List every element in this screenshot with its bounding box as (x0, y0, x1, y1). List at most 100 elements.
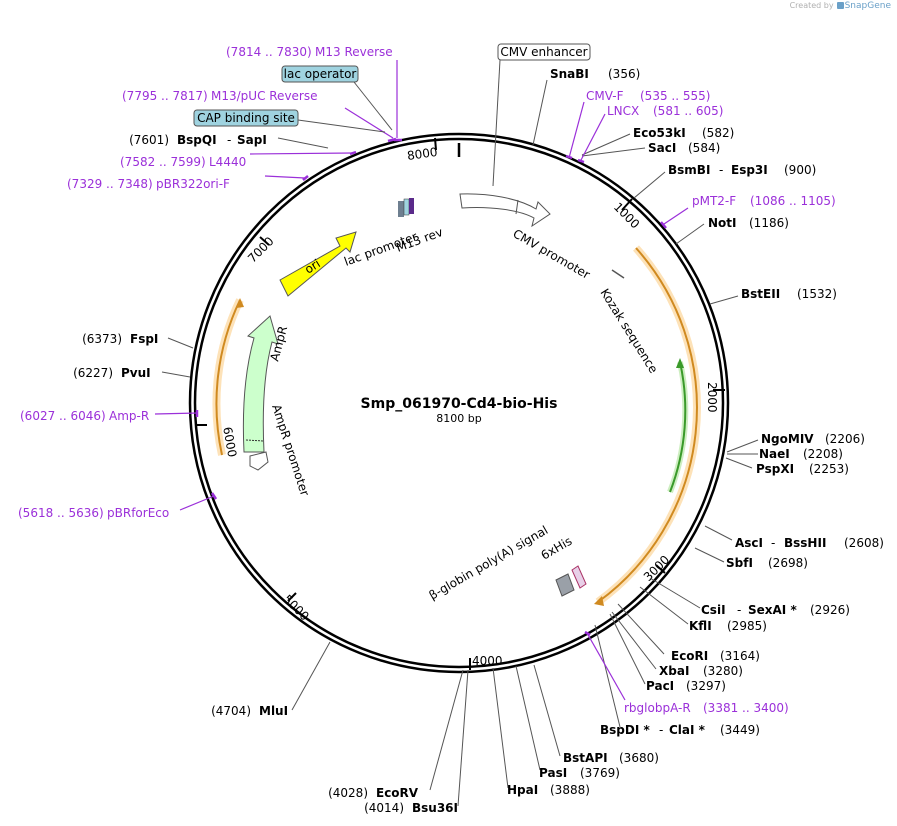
svg-text:SbfI: SbfI (726, 556, 753, 570)
svg-text:(3449): (3449) (720, 723, 760, 737)
svg-text:BstAPI: BstAPI (563, 751, 608, 765)
svg-text:PvuI: PvuI (121, 366, 151, 380)
backbone-inner-ring (193, 137, 725, 669)
lac-operator-block (403, 198, 410, 216)
ampr-promoter-arrow (249, 451, 269, 471)
svg-text:(2698): (2698) (768, 556, 808, 570)
primer-label-m13-reverse: (7814 .. 7830) M13 Reverse (226, 45, 393, 59)
svg-text:(2926): (2926) (810, 603, 850, 617)
svg-text:SapI: SapI (237, 133, 267, 147)
svg-text:(7329 .. 7348): (7329 .. 7348) (67, 177, 153, 191)
svg-text:PacI: PacI (646, 679, 674, 693)
enzyme-label-xbai: XbaI (3280) (659, 664, 743, 678)
insert-arc-arrowhead (676, 358, 684, 368)
svg-text:-: - (719, 163, 723, 177)
m13-rev-block (409, 198, 414, 214)
svg-text:pBR322ori-F: pBR322ori-F (156, 177, 230, 191)
enzyme-label-bspqi-sapi: (7601) BspQI - SapI (129, 133, 267, 147)
svg-text:BssHII: BssHII (784, 536, 826, 550)
svg-text:(6227): (6227) (73, 366, 113, 380)
svg-text:BstEII: BstEII (741, 287, 780, 301)
svg-text:Esp3I: Esp3I (731, 163, 768, 177)
primer-label-lncx: LNCX (581 .. 605) (607, 104, 723, 118)
primer-label-rbglobpa-r: rbglobpA-R (3381 .. 3400) (624, 701, 789, 715)
orf-arc-right-arrowhead (594, 596, 604, 606)
svg-text:(6027 .. 6046): (6027 .. 6046) (20, 409, 106, 423)
svg-text:ClaI *: ClaI * (669, 723, 706, 737)
kozak-label: Kozak sequence (597, 286, 660, 376)
svg-text:(7814 .. 7830): (7814 .. 7830) (226, 45, 312, 59)
svg-text:(3297): (3297) (686, 679, 726, 693)
enzyme-label-mlui: (4704) MluI (211, 704, 288, 718)
svg-text:(6373): (6373) (82, 332, 122, 346)
globin-label: β-globin poly(A) signal (427, 523, 551, 603)
svg-text:-: - (771, 536, 775, 550)
svg-text:pBRforEco: pBRforEco (107, 506, 169, 520)
svg-text:KflI: KflI (689, 619, 712, 633)
orf-arc-left (215, 299, 241, 456)
svg-text:(2608): (2608) (844, 536, 884, 550)
svg-text:(4014): (4014) (364, 801, 404, 815)
svg-text:(3680): (3680) (619, 751, 659, 765)
svg-text:HpaI: HpaI (507, 783, 538, 797)
svg-text:SexAI *: SexAI * (748, 603, 797, 617)
credit-text: Created by (789, 1, 834, 10)
enzyme-label-ecori: EcoRI (3164) (671, 649, 760, 663)
svg-text:lac operator: lac operator (284, 67, 357, 81)
enzyme-leader-lines (161, 79, 759, 807)
svg-text:(7582 .. 7599): (7582 .. 7599) (120, 155, 206, 169)
enzyme-label-pvui: (6227) PvuI (73, 366, 151, 380)
svg-text:(3769): (3769) (580, 766, 620, 780)
svg-text:(582): (582) (702, 126, 734, 140)
svg-text:CMV enhancer: CMV enhancer (500, 45, 587, 59)
svg-text:(3164): (3164) (720, 649, 760, 663)
svg-text:CMV-F: CMV-F (586, 89, 624, 103)
enzyme-label-noti: NotI (1186) (708, 216, 789, 230)
enzyme-label-bspdi-clai: BspDI * - ClaI * (3449) (600, 723, 760, 737)
svg-text:(3888): (3888) (550, 783, 590, 797)
svg-text:(356): (356) (608, 67, 640, 81)
enzyme-label-kfli: KflI (2985) (689, 619, 767, 633)
enzyme-label-fspi: (6373) FspI (82, 332, 158, 346)
svg-text:NotI: NotI (708, 216, 737, 230)
svg-text:FspI: FspI (130, 332, 158, 346)
ori-arrow (279, 231, 357, 297)
svg-text:(4704): (4704) (211, 704, 251, 718)
enzyme-label-ecorv: (4028) EcoRV (328, 786, 419, 800)
svg-text:-: - (737, 603, 741, 617)
enzyme-label-bsu36i: (4014) Bsu36I (364, 801, 458, 815)
primer-label-l4440: (7582 .. 7599) L4440 (120, 155, 246, 169)
primer-label-m13-puc-reverse: (7795 .. 7817) M13/pUC Reverse (122, 89, 318, 103)
svg-text:MluI: MluI (259, 704, 288, 718)
tick-label-8000: 8000 (406, 145, 438, 163)
enzyme-label-asci-bsshii: AscI - BssHII (2608) (735, 536, 884, 550)
svg-text:NgoMIV: NgoMIV (761, 432, 814, 446)
svg-text:PasI: PasI (539, 766, 567, 780)
snapgene-logo-icon (836, 2, 844, 9)
enzyme-label-bstapi: BstAPI (3680) (563, 751, 659, 765)
enzyme-label-snabi: SnaBI (356) (550, 67, 640, 81)
plasmid-title: Smp_061970-Cd4-bio-His (361, 396, 558, 412)
svg-text:BspDI *: BspDI * (600, 723, 650, 737)
enzyme-label-naei: NaeI (2208) (759, 447, 843, 461)
svg-text:CsiI: CsiI (701, 603, 726, 617)
lac-promoter-block (398, 201, 404, 217)
svg-text:EcoRI: EcoRI (671, 649, 708, 663)
cmv-promoter-arrow (459, 193, 551, 228)
tick-label-1000: 1000 (611, 200, 642, 231)
primer-label-amp-r: (6027 .. 6046) Amp-R (20, 409, 149, 423)
svg-text:pMT2-F: pMT2-F (692, 194, 736, 208)
enzyme-label-csii-sexai: CsiI - SexAI * (2926) (701, 603, 850, 617)
svg-text:M13 Reverse: M13 Reverse (315, 45, 393, 59)
enzyme-label-ngomiv: NgoMIV (2206) (761, 432, 865, 446)
orf-arc-left-arrowhead (236, 298, 244, 308)
ampr-arrow (242, 315, 279, 453)
enzyme-label-bsteii: BstEII (1532) (741, 287, 837, 301)
svg-text:-: - (659, 723, 663, 737)
svg-text:(5618 .. 5636): (5618 .. 5636) (18, 506, 104, 520)
backbone-outer-ring (188, 132, 730, 674)
scale-ticks (195, 137, 725, 670)
primer-label-pbrforeco: (5618 .. 5636) pBRforEco (18, 506, 169, 520)
svg-text:BsmBI: BsmBI (668, 163, 710, 177)
